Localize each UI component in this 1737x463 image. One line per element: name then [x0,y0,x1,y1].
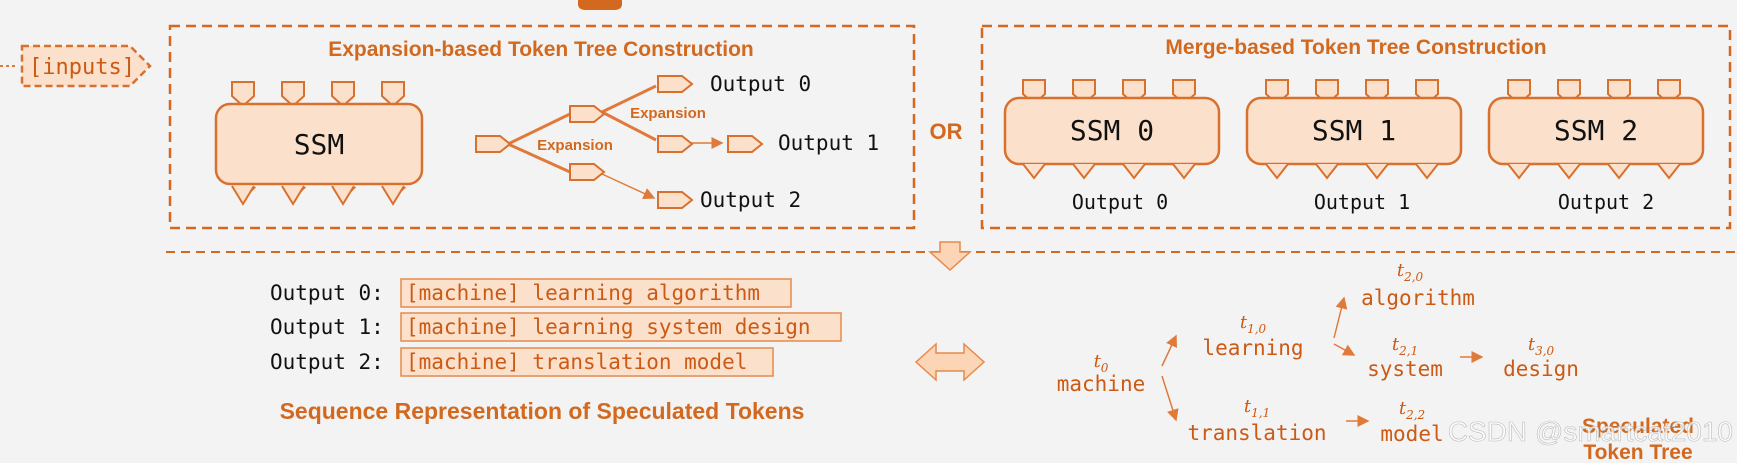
output-2-label: Output 2 [700,188,801,212]
ssm-2-label: SSM 2 [1554,114,1638,147]
seq-row-1-label: Output 1: [270,315,384,339]
down-arrow-icon [928,241,972,272]
ssm-block: SSM [214,81,424,206]
sequence-section: Output 0: [machine] learning algorithm O… [270,278,842,424]
merge-ssm-2: SSM 2 Output 2 [1487,79,1705,214]
expansion-edge-label: Expansion [630,105,706,122]
ssm-0-label: SSM 0 [1070,114,1154,147]
svg-text:design: design [1503,357,1579,381]
svg-text:t1,0: t1,0 [1240,312,1267,336]
svg-text:machine: machine [1057,372,1146,396]
merge-ssm-0: SSM 0 Output 0 [1003,79,1221,214]
ssm-0-output: Output 0 [1072,190,1168,214]
tree-caption-line2: Token Tree [1583,441,1692,463]
inputs-label: [inputs] [29,55,135,80]
token-node [657,135,694,153]
token-node [657,191,694,209]
svg-text:learning: learning [1202,336,1303,360]
seq-row-2-text: [machine] translation model [406,350,747,374]
ssm-2-output: Output 2 [1558,190,1654,214]
expansion-edge-label: Expansion [537,137,613,154]
svg-text:model: model [1380,422,1443,446]
svg-text:translation: translation [1187,421,1326,445]
inputs-node: [inputs] [0,44,152,88]
tree-node-t21: t2,1 system [1367,334,1443,381]
merge-panel: Merge-based Token Tree Construction SSM … [980,24,1732,230]
user-icon [578,0,622,10]
svg-text:t3,0: t3,0 [1528,334,1555,358]
seq-row-0-text: [machine] learning algorithm [406,281,760,305]
tree-caption-line1: Speculated [1582,415,1694,438]
tree-node-t11: t1,1 translation [1187,396,1326,445]
svg-text:algorithm: algorithm [1361,286,1475,310]
svg-text:t2,1: t2,1 [1392,334,1418,358]
svg-text:t1,1: t1,1 [1244,396,1270,420]
ssm-1-label: SSM 1 [1312,114,1396,147]
ssm-label: SSM [294,128,345,161]
double-arrow-icon [914,342,986,382]
tree-node-t22: t2,2 model [1380,398,1443,446]
svg-text:t2,2: t2,2 [1399,398,1425,422]
svg-text:system: system [1367,357,1443,381]
svg-text:t2,0: t2,0 [1397,260,1424,284]
tree-node-t20: t2,0 algorithm [1361,260,1475,310]
token-node [569,163,606,181]
seq-row-1-text: [machine] learning system design [406,315,811,339]
merge-title: Merge-based Token Tree Construction [1165,36,1546,59]
watermark: CSDN @smartcat2010 [1448,416,1733,447]
expansion-tree: Expansion Expansion Output 0 Output 1 Ou… [475,72,879,212]
tree-node-t30: t3,0 design [1503,334,1579,381]
token-node [569,105,606,123]
output-0-label: Output 0 [710,72,811,96]
or-label: OR [930,119,963,144]
tree-node-t0: t0 machine [1057,351,1146,396]
sequence-caption: Sequence Representation of Speculated To… [280,398,805,424]
token-node [727,135,764,153]
ssm-1-output: Output 1 [1314,190,1410,214]
expansion-panel: Expansion-based Token Tree Construction … [168,24,916,230]
token-tree: t0 machine t1,0 learning t1,1 translatio… [1057,260,1694,463]
root-token-node [475,135,512,153]
tree-node-t10: t1,0 learning [1202,312,1303,360]
token-node [657,75,694,93]
seq-row-2-label: Output 2: [270,350,384,374]
seq-row-0-label: Output 0: [270,281,384,305]
merge-ssm-1: SSM 1 Output 1 [1245,79,1463,214]
output-1-label: Output 1 [778,131,879,155]
expansion-title: Expansion-based Token Tree Construction [328,38,754,61]
